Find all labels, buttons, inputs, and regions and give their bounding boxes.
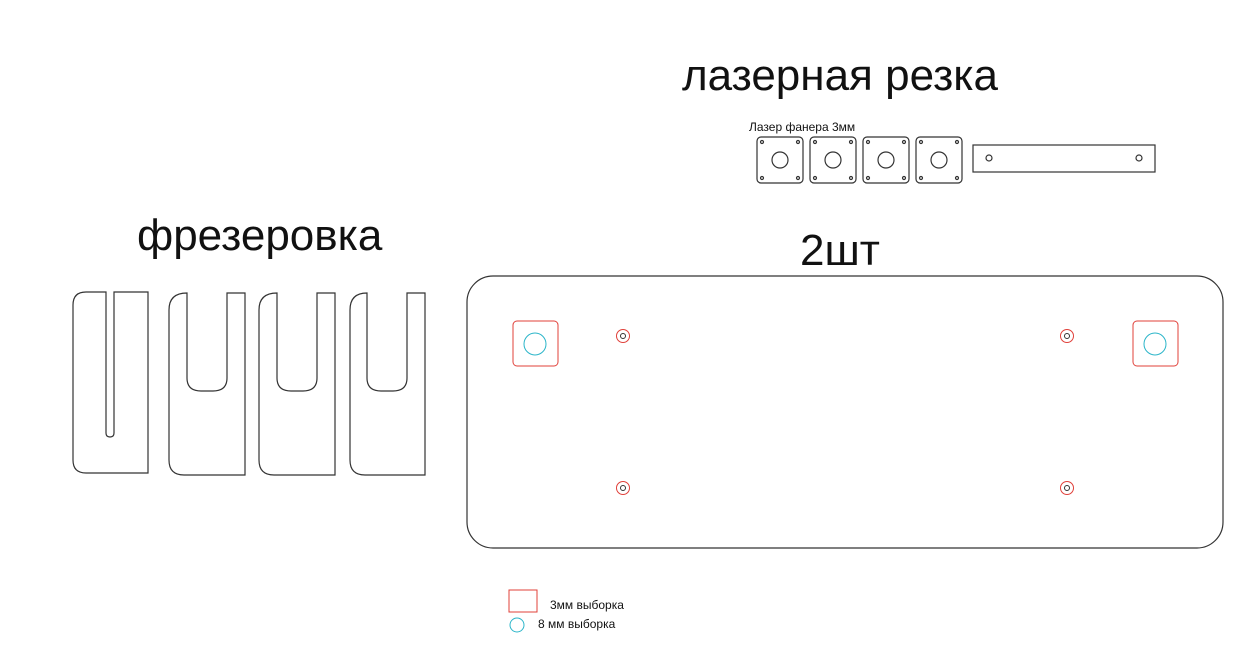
laser-plate [809, 136, 857, 184]
milling-heading: фрезеровка [137, 211, 383, 260]
quantity-label: 2шт [800, 226, 880, 275]
milled-parts [72, 291, 426, 476]
laser-bar [972, 144, 1156, 173]
fork-wide-slot [258, 292, 336, 476]
laser-plywood-label: Лазер фанера 3мм [749, 120, 855, 134]
fork-wide-slot [168, 292, 246, 476]
base-plate [466, 275, 1224, 549]
mount-hole [616, 329, 630, 343]
fork-wide-slot [349, 292, 426, 476]
laser-plates [756, 136, 1156, 184]
mount-hole [616, 481, 630, 495]
laser-cutting-heading: лазерная резка [682, 51, 998, 100]
pocket-8mm [1143, 332, 1167, 356]
legend-label: 8 мм выборка [538, 617, 616, 631]
laser-plate [756, 136, 804, 184]
laser-plate [915, 136, 963, 184]
legend-label: 3мм выборка [550, 598, 624, 612]
mount-hole [1060, 329, 1074, 343]
legend-circle-swatch [509, 617, 525, 633]
legend-square-swatch [508, 589, 538, 613]
legend: 3мм выборка 8 мм выборка [508, 589, 624, 633]
pocket-8mm [523, 332, 547, 356]
fork-narrow-slot [72, 291, 149, 474]
mount-hole [1060, 481, 1074, 495]
laser-plate [862, 136, 910, 184]
pocket-3mm [1132, 320, 1179, 367]
pocket-3mm [512, 320, 559, 367]
